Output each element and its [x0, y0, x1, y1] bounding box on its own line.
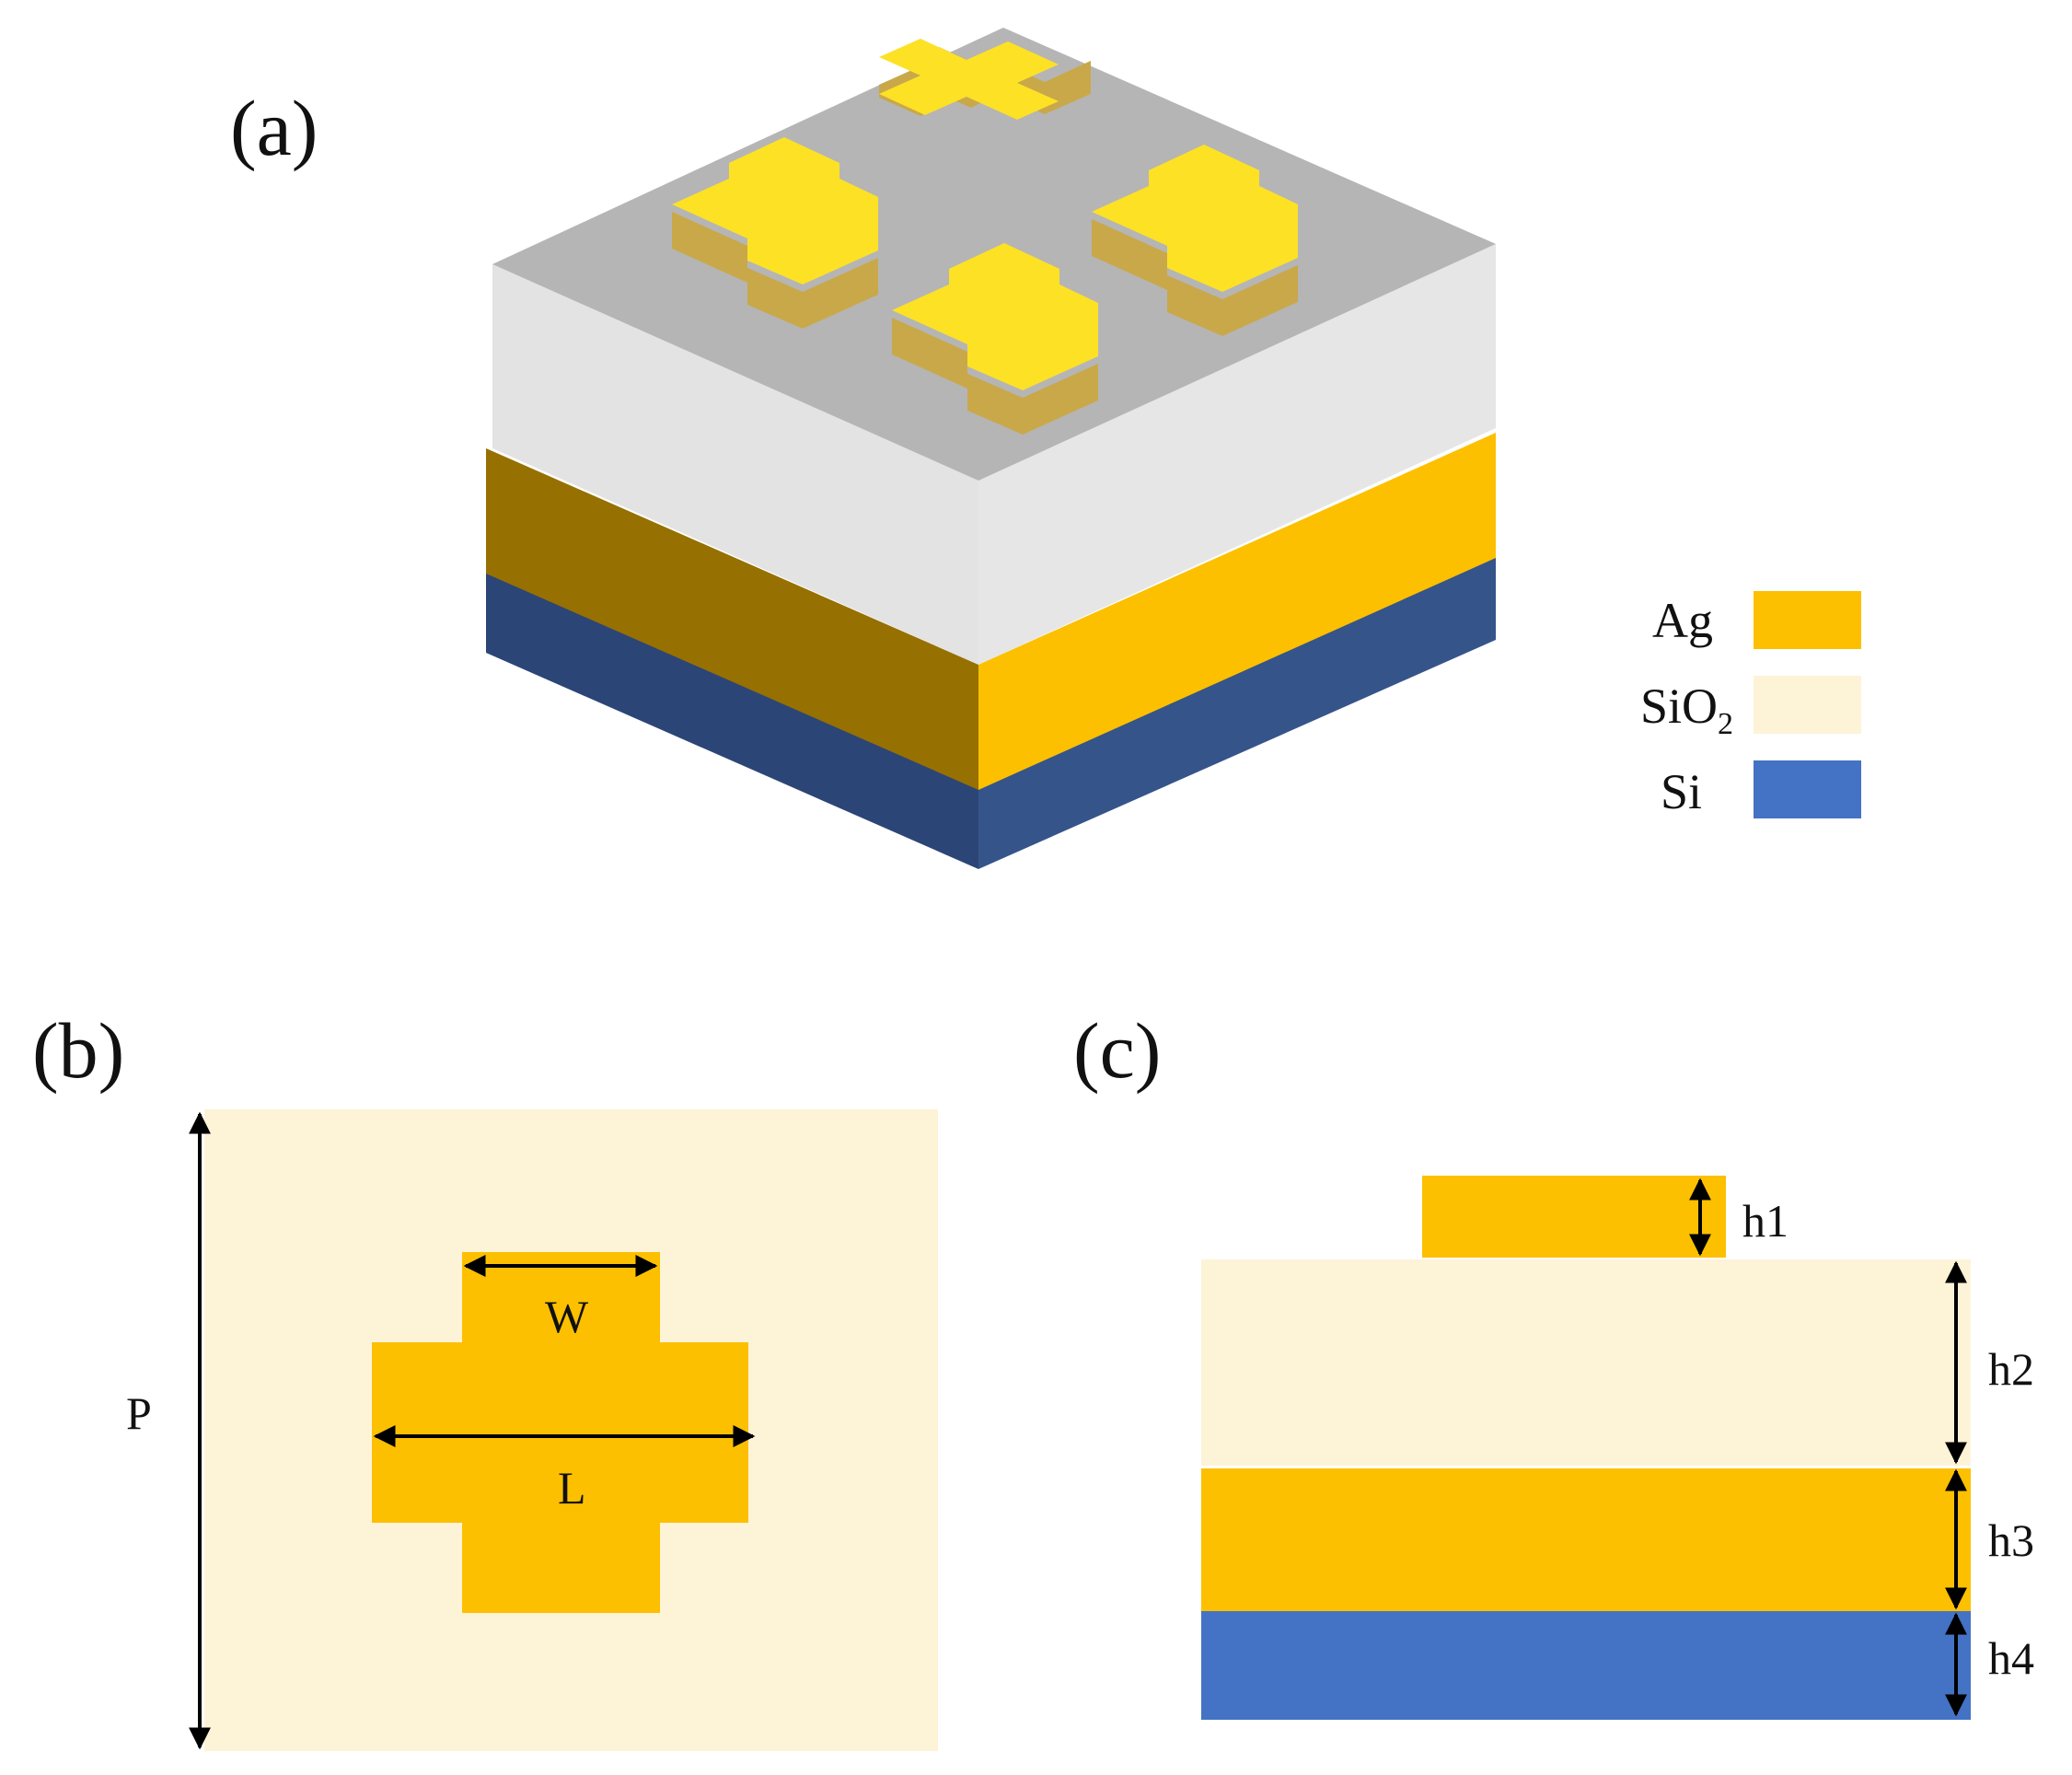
sio2-layer-section [1201, 1259, 1971, 1466]
sio2-left-face [492, 264, 978, 665]
dimension-h2-label: h2 [1988, 1343, 2034, 1395]
legend-label-sio2-subscript: 2 [1718, 707, 1733, 741]
dimension-p-label: P [126, 1387, 152, 1439]
si-layer-right-face [978, 556, 1496, 869]
ag-cross-back [879, 39, 1091, 120]
legend-swatch-sio2 [1754, 676, 1861, 734]
legend-label-ag: Ag [1652, 593, 1713, 648]
si-layer-section [1201, 1611, 1971, 1720]
panel-a: (a) Ag SiO2 [230, 28, 1861, 869]
ag-cross-right [1092, 145, 1298, 336]
dimension-w-label: W [545, 1291, 589, 1342]
ag-cross-left [672, 137, 878, 329]
panel-a-label: (a) [230, 84, 318, 172]
dimension-h1-label: h1 [1742, 1195, 1788, 1247]
legend: Ag SiO2 Si [1640, 591, 1861, 819]
ag-top-patch-section [1422, 1176, 1726, 1258]
panel-b: (b) P W L [32, 1006, 938, 1751]
legend-label-sio2: SiO2 [1640, 679, 1733, 741]
si-layer-left-face [486, 569, 978, 869]
panel-b-label: (b) [32, 1006, 124, 1095]
panel-c-label: (c) [1073, 1006, 1161, 1095]
dimension-h3-label: h3 [1988, 1514, 2034, 1566]
dimension-h4-label: h4 [1988, 1632, 2034, 1684]
ag-layer-right-face [978, 433, 1496, 790]
dimension-l-label: L [558, 1462, 586, 1514]
sio2-right-face [978, 244, 1496, 665]
legend-swatch-si [1754, 760, 1861, 818]
ag-cross-front [892, 243, 1098, 435]
ag-layer-left-face [486, 448, 978, 790]
legend-label-si: Si [1661, 764, 1702, 819]
panel-c: (c) h1 h2 h3 h4 [1073, 1006, 2034, 1720]
ag-layer-section [1201, 1468, 1971, 1611]
legend-swatch-ag [1754, 591, 1861, 649]
